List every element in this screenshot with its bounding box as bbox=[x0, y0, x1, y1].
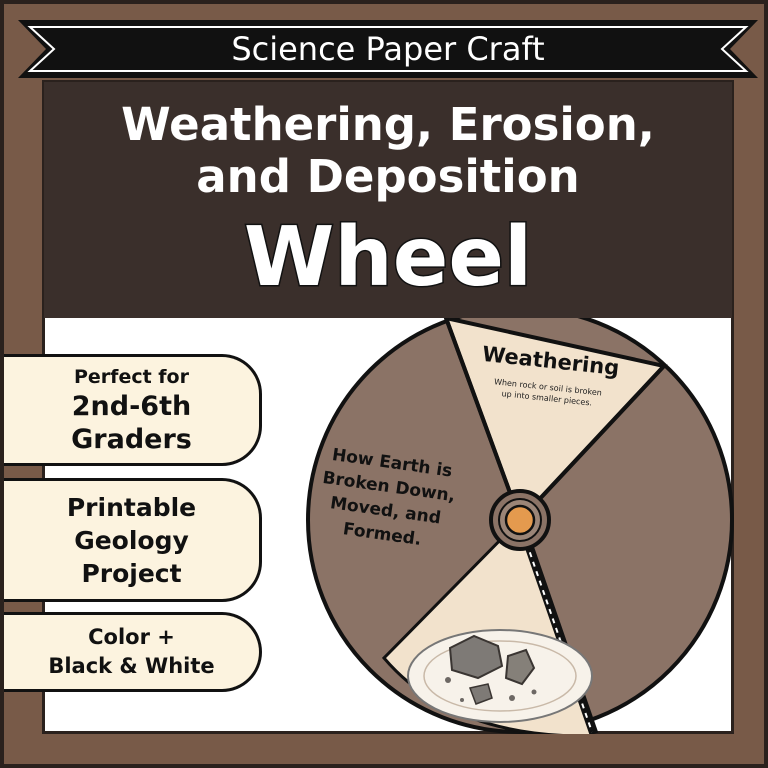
feature-grades-line-2: 2nd-6th bbox=[71, 390, 192, 422]
feature-printable-line-1: Printable bbox=[66, 492, 197, 522]
title-wheel: Wheel bbox=[242, 209, 533, 307]
feature-color-line-2: Black & White bbox=[48, 654, 215, 678]
feature-printable-line-3: Project bbox=[81, 558, 182, 588]
feature-grades-line-3: Graders bbox=[71, 423, 192, 455]
banner-text: Science Paper Craft bbox=[231, 30, 545, 68]
plate-icon bbox=[407, 629, 593, 723]
title-line-1: Weathering, Erosion, bbox=[121, 98, 655, 151]
feature-printable-badge: Printable Geology Project bbox=[4, 478, 262, 602]
feature-color-line-1: Color + bbox=[88, 625, 175, 649]
title-line-2: and Deposition bbox=[196, 150, 580, 203]
feature-grades-line-1: Perfect for bbox=[74, 365, 189, 388]
rock-pieces-icon bbox=[448, 634, 504, 680]
feature-color-badge: Color + Black & White bbox=[4, 612, 262, 692]
wheel-illustration: Weathering When rock or soil is broken u… bbox=[302, 318, 734, 734]
feature-grades-badge: Perfect for 2nd-6th Graders bbox=[4, 354, 262, 466]
title-panel bbox=[44, 82, 732, 318]
banner-ribbon: Science Paper Craft bbox=[18, 18, 758, 80]
feature-printable-line-2: Geology bbox=[74, 525, 189, 555]
brad-fastener-icon bbox=[504, 504, 536, 536]
